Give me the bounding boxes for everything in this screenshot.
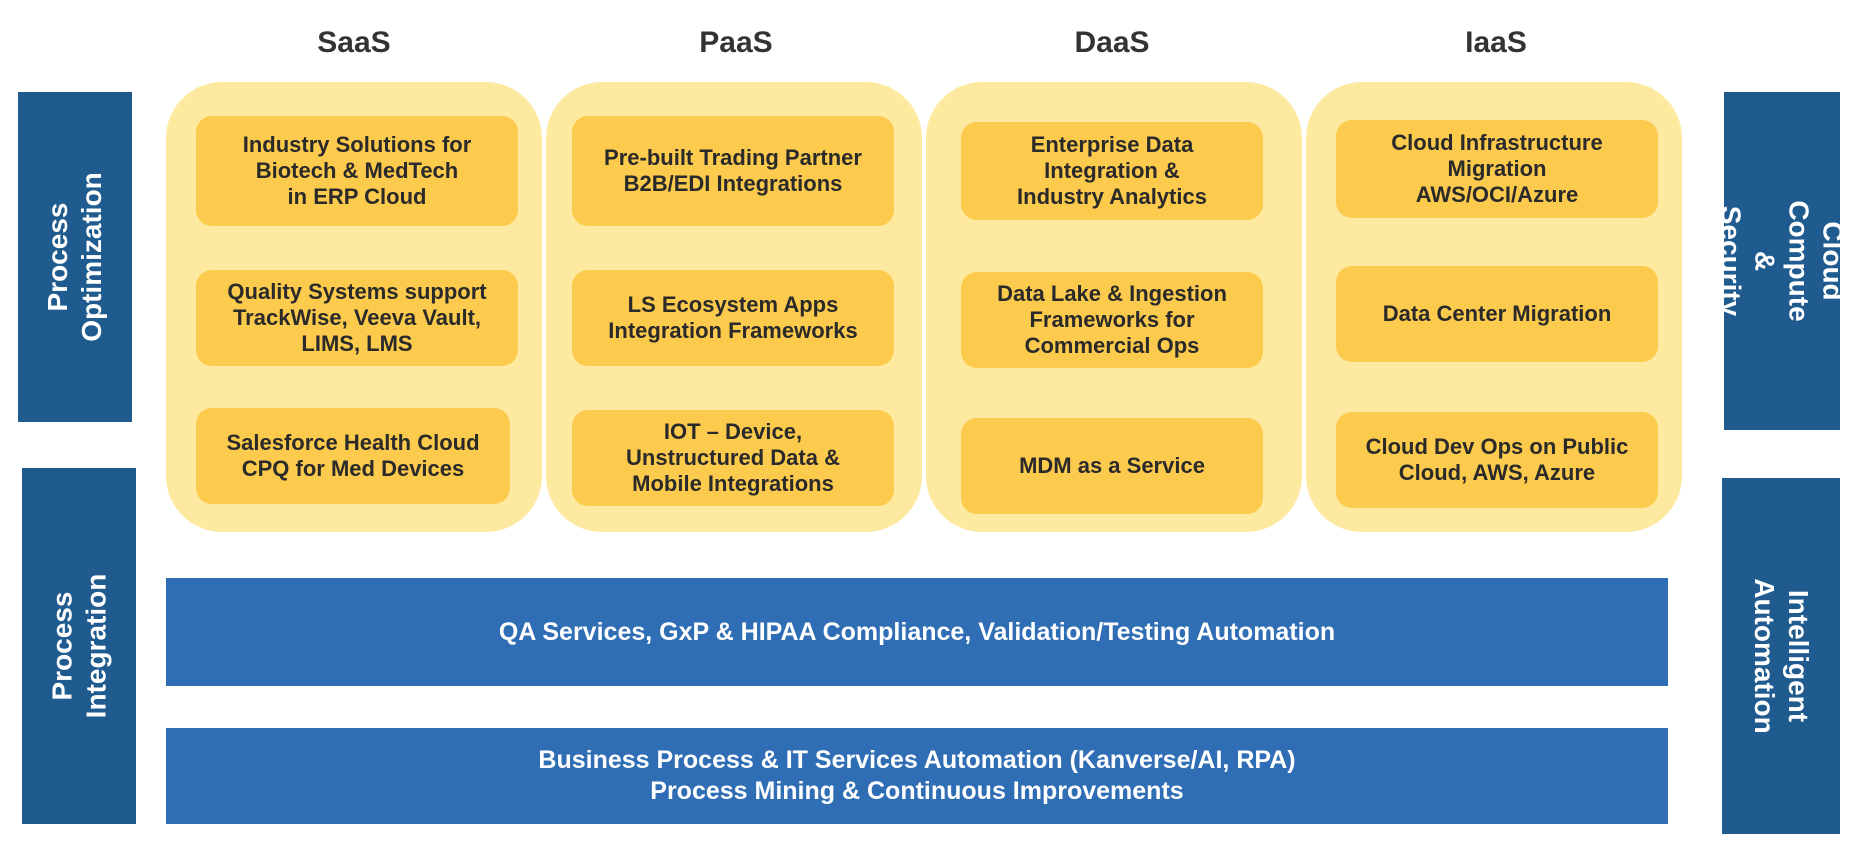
card-iot: IOT – Device, Unstructured Data & Mobile… — [572, 410, 894, 506]
side-label-process-optimization: Process Optimization — [18, 92, 132, 422]
column-header-daas: DaaS — [1074, 26, 1150, 59]
side-label-process-integration-text: Process Integration — [46, 573, 112, 719]
card-industry-solutions: Industry Solutions for Biotech & MedTech… — [196, 116, 518, 226]
side-label-intelligent-automation: Intelligent Automation — [1722, 478, 1840, 834]
card-cloud-devops: Cloud Dev Ops on Public Cloud, AWS, Azur… — [1336, 412, 1658, 508]
card-data-center: Data Center Migration — [1336, 266, 1658, 362]
side-label-cloud-compute-security: Cloud Compute & Security — [1716, 92, 1849, 430]
card-salesforce-health-cloud: Salesforce Health Cloud CPQ for Med Devi… — [196, 408, 510, 504]
bar-business-process-automation: Business Process & IT Services Automatio… — [166, 728, 1668, 824]
column-header-paas: PaaS — [699, 26, 773, 59]
card-quality-systems: Quality Systems support TrackWise, Veeva… — [196, 270, 518, 366]
card-mdm: MDM as a Service — [961, 418, 1263, 514]
card-data-lake: Data Lake & Ingestion Frameworks for Com… — [961, 272, 1263, 368]
side-label-process-integration: Process Integration — [22, 468, 136, 824]
column-header-saas: SaaS — [317, 26, 391, 59]
bar-qa-services: QA Services, GxP & HIPAA Compliance, Val… — [166, 578, 1668, 686]
side-label-process-optimization-text: Process Optimization — [42, 172, 108, 342]
side-label-intelligent-automation-text: Intelligent Automation — [1749, 578, 1814, 734]
card-enterprise-data: Enterprise Data Integration & Industry A… — [961, 122, 1263, 220]
side-label-cloud-compute-security-text: Cloud Compute & Security — [1716, 200, 1850, 322]
card-cloud-infrastructure: Cloud Infrastructure Migration AWS/OCI/A… — [1336, 120, 1658, 218]
card-ls-ecosystem: LS Ecosystem Apps Integration Frameworks — [572, 270, 894, 366]
card-trading-partner: Pre-built Trading Partner B2B/EDI Integr… — [572, 116, 894, 226]
column-header-iaas: IaaS — [1465, 26, 1527, 59]
